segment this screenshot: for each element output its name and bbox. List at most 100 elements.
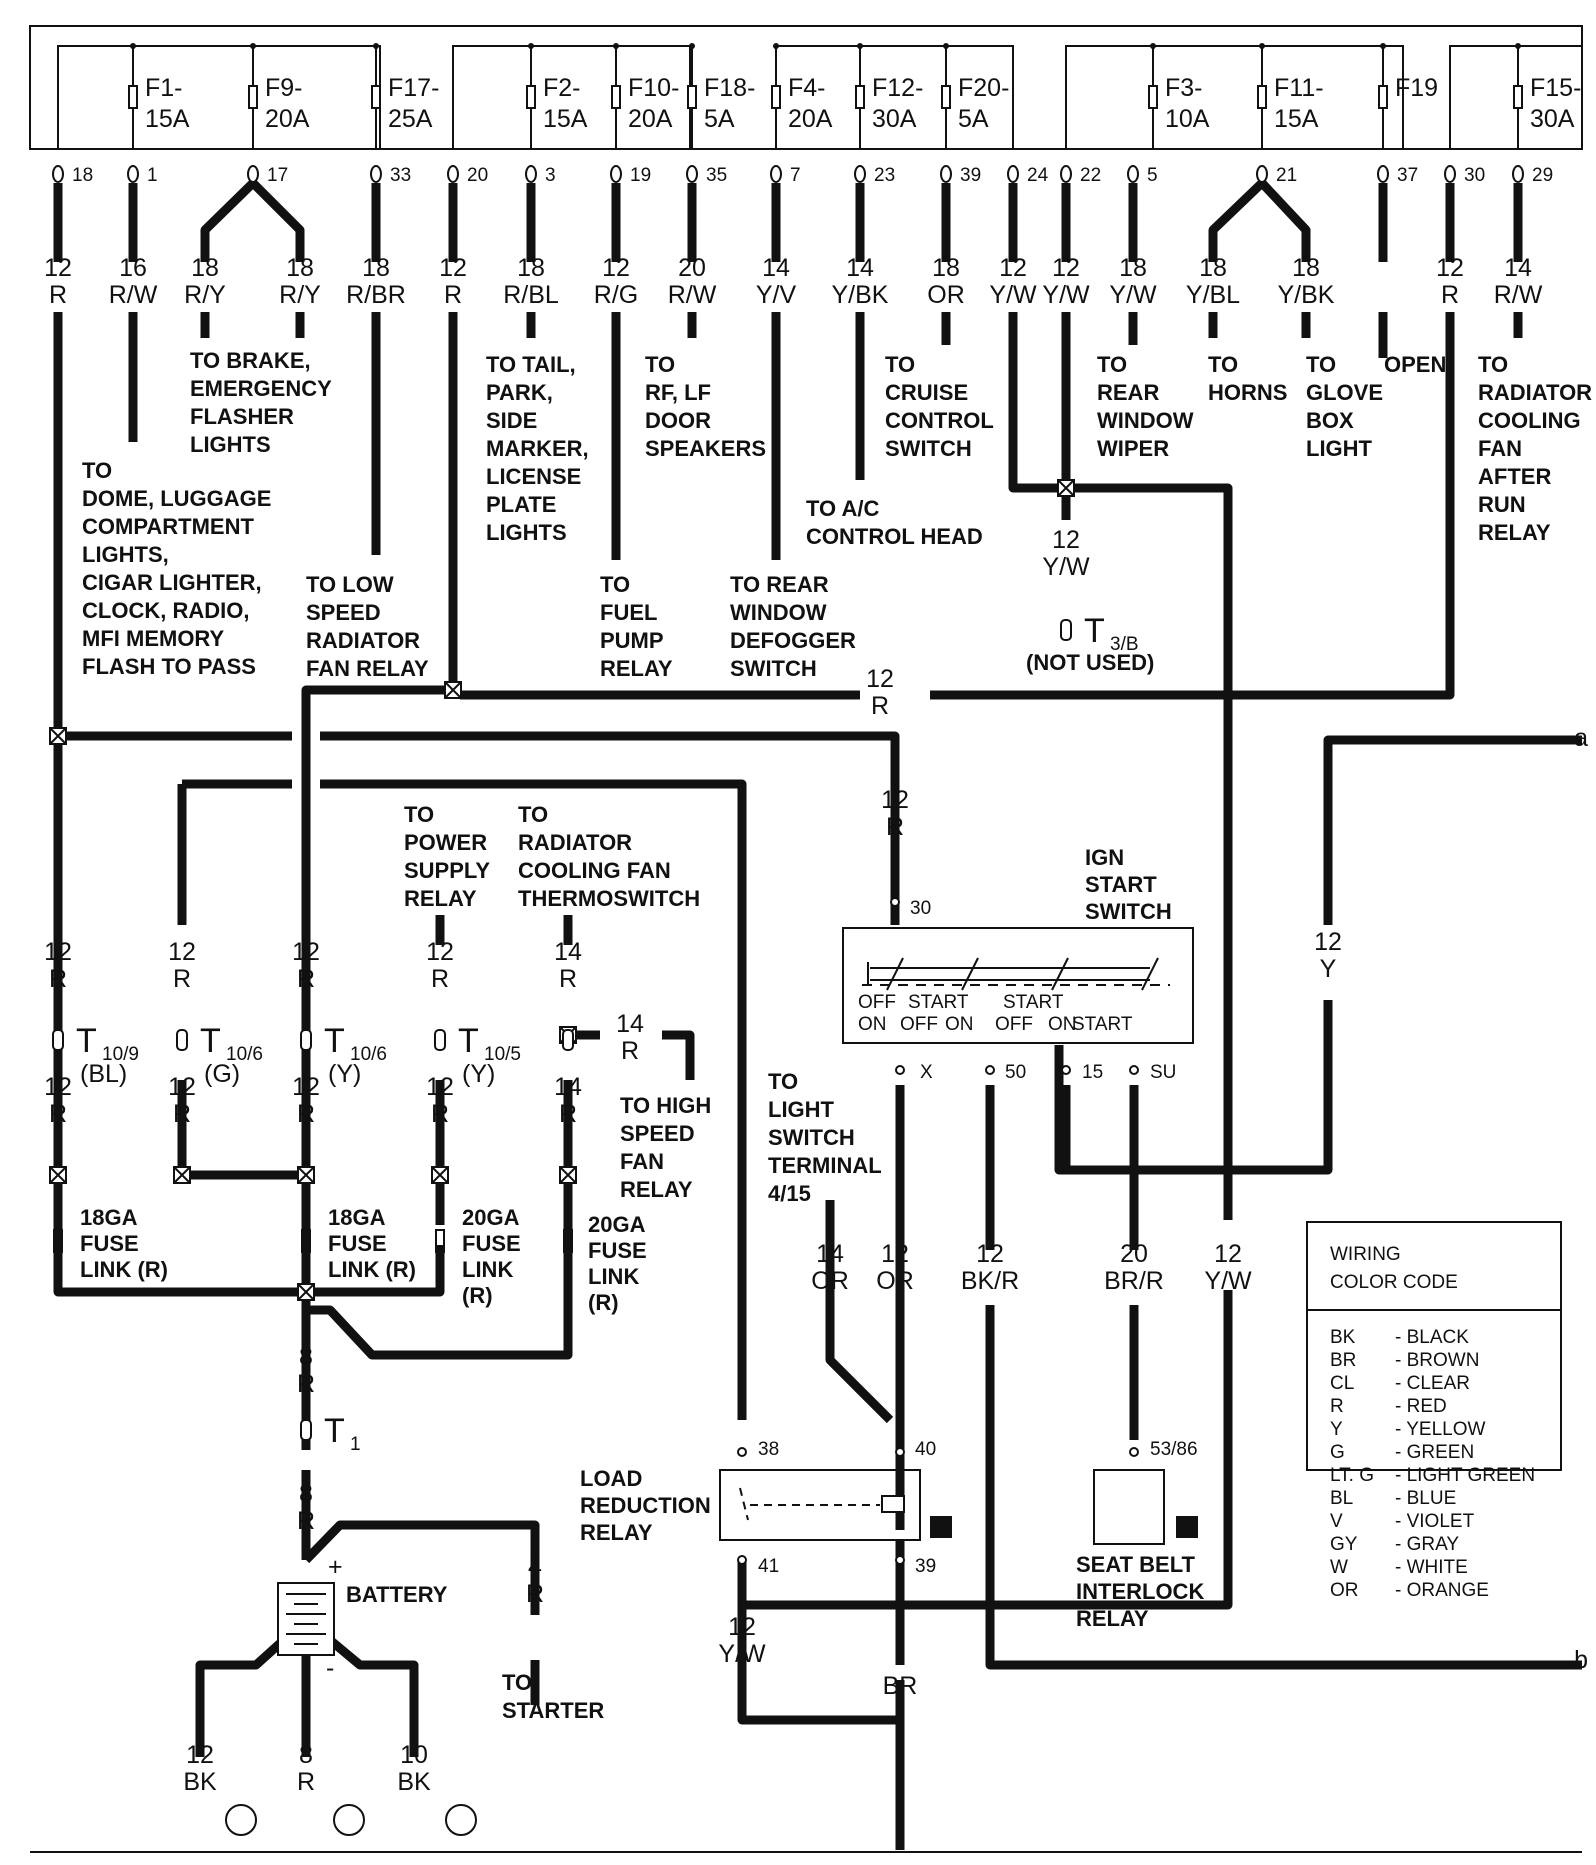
connector-name: T <box>324 1022 345 1060</box>
legend-code: G <box>1330 1442 1345 1463</box>
wire-label: 12R <box>426 1073 454 1128</box>
legend-code: LT. G <box>1330 1465 1374 1486</box>
destination-label-line: AFTER <box>1478 464 1551 489</box>
ign-switch-pin: 50 <box>1005 1062 1026 1083</box>
wire-color: R <box>526 1580 544 1608</box>
splice-junction <box>559 1166 577 1184</box>
junction-cross <box>297 1283 315 1301</box>
seatbelt-relay-title-line: INTERLOCK <box>1076 1579 1204 1604</box>
wire-label: 18R/BL <box>503 254 559 309</box>
devices <box>49 165 1524 1836</box>
junction-cross <box>49 727 67 745</box>
wire-color: BK <box>183 1768 217 1796</box>
terminal-pin <box>52 165 64 183</box>
splice-junction <box>49 1166 67 1184</box>
wire-label: 12R <box>292 1073 320 1128</box>
wire-label: 14R/W <box>1494 254 1543 309</box>
fuse-rating: 15A <box>1274 105 1319 133</box>
seatbelt-relay-pin: 53/86 <box>1150 1439 1198 1460</box>
load-relay-pin: 40 <box>915 1439 936 1460</box>
legend-code: BL <box>1330 1488 1353 1509</box>
connector-sub: 3/B <box>1110 634 1139 655</box>
load-relay-title-line: LOAD <box>580 1466 642 1491</box>
wire-gauge: 14 <box>616 1010 644 1038</box>
connector-color: (Y) <box>462 1060 495 1088</box>
connector-symbol <box>52 1029 64 1051</box>
ign-switch-title-line: IGN <box>1085 845 1124 870</box>
junction-cross <box>1057 479 1075 497</box>
destination-label-line: SWITCH <box>768 1125 855 1150</box>
destination-label-line: TO REAR <box>730 572 829 597</box>
terminal-number: 24 <box>1027 165 1049 186</box>
destination-label-line: LIGHT <box>1306 436 1373 461</box>
destination-label-line: TO <box>518 802 548 827</box>
terminal-pin <box>1444 165 1456 183</box>
fuse-symbol <box>1378 85 1388 109</box>
legend-name: - BROWN <box>1395 1350 1479 1371</box>
ign-switch-position: OFF <box>858 992 896 1013</box>
seatbelt-relay-ref-box <box>1176 1516 1198 1538</box>
wire-gauge: 18 <box>1292 254 1320 282</box>
terminal-number: 22 <box>1080 165 1101 186</box>
fuse-id: F20- <box>958 74 1009 102</box>
edge-label-b: b <box>1574 1646 1588 1674</box>
terminal-number: 30 <box>1464 165 1485 186</box>
ground-circle <box>333 1804 365 1836</box>
destination-label-line: TO <box>1208 352 1238 377</box>
terminal-pin <box>1256 165 1268 183</box>
pin-dot <box>985 1065 995 1075</box>
wire-gauge: 20 <box>678 254 706 282</box>
wire-gauge: 12 <box>999 254 1027 282</box>
wire-color: R/G <box>594 281 638 309</box>
terminal-number: 20 <box>467 165 488 186</box>
wire-gauge: 12 <box>44 938 72 966</box>
destination-label-line: CRUISE <box>885 380 968 405</box>
legend-name: - GREEN <box>1395 1442 1474 1463</box>
wire-50 <box>985 1085 1582 1670</box>
legend-code: BK <box>1330 1327 1356 1348</box>
wire-label: 12Y/W <box>1204 1240 1252 1295</box>
wire-color: Y/BK <box>1278 281 1335 309</box>
fuse-id: F3- <box>1165 74 1203 102</box>
wire-color: R <box>49 281 67 309</box>
fuse-symbol <box>611 85 621 109</box>
wire-color: R/Y <box>279 281 321 309</box>
ign-switch-contact <box>1051 957 1069 991</box>
wire-gauge: 12 <box>1314 928 1342 956</box>
ign-switch-position: START <box>1072 1014 1133 1035</box>
wire-label: 12R <box>426 938 454 993</box>
wire-color: Y/W <box>1109 281 1157 309</box>
wire-gauge: 14 <box>846 254 874 282</box>
destination-label-line: FLASH TO PASS <box>82 654 256 679</box>
wire-color: R <box>559 965 577 993</box>
wire-color: R <box>444 281 462 309</box>
ign-switch-contact <box>961 957 979 991</box>
legend-code: CL <box>1330 1373 1354 1394</box>
wire-color: BK/R <box>961 1267 1019 1295</box>
pin-dot <box>890 897 900 907</box>
terminal-number: 19 <box>630 165 651 186</box>
legend-code: OR <box>1330 1580 1359 1601</box>
legend-name: - LIGHT GREEN <box>1395 1465 1535 1486</box>
wire-color: R <box>886 813 904 841</box>
legend-title: WIRING <box>1330 1244 1401 1265</box>
load-relay-internal <box>739 1487 880 1521</box>
wire-color: Y <box>1320 955 1337 983</box>
wire-label: 18R/Y <box>184 254 226 309</box>
wire-gauge: 12 <box>1436 254 1464 282</box>
destination-label-line: STARTER <box>502 1698 604 1723</box>
wire-gauge: 18 <box>362 254 390 282</box>
fuse-node <box>1259 43 1265 49</box>
destination-label-line: CLOCK, RADIO, <box>82 598 249 623</box>
destination-label-line: SIDE <box>486 408 537 433</box>
terminal-number: 35 <box>706 165 727 186</box>
destination-label-line: DEFOGGER <box>730 628 856 653</box>
fuse-symbol <box>855 85 865 109</box>
wire-label: 12Y/W <box>1042 254 1090 309</box>
